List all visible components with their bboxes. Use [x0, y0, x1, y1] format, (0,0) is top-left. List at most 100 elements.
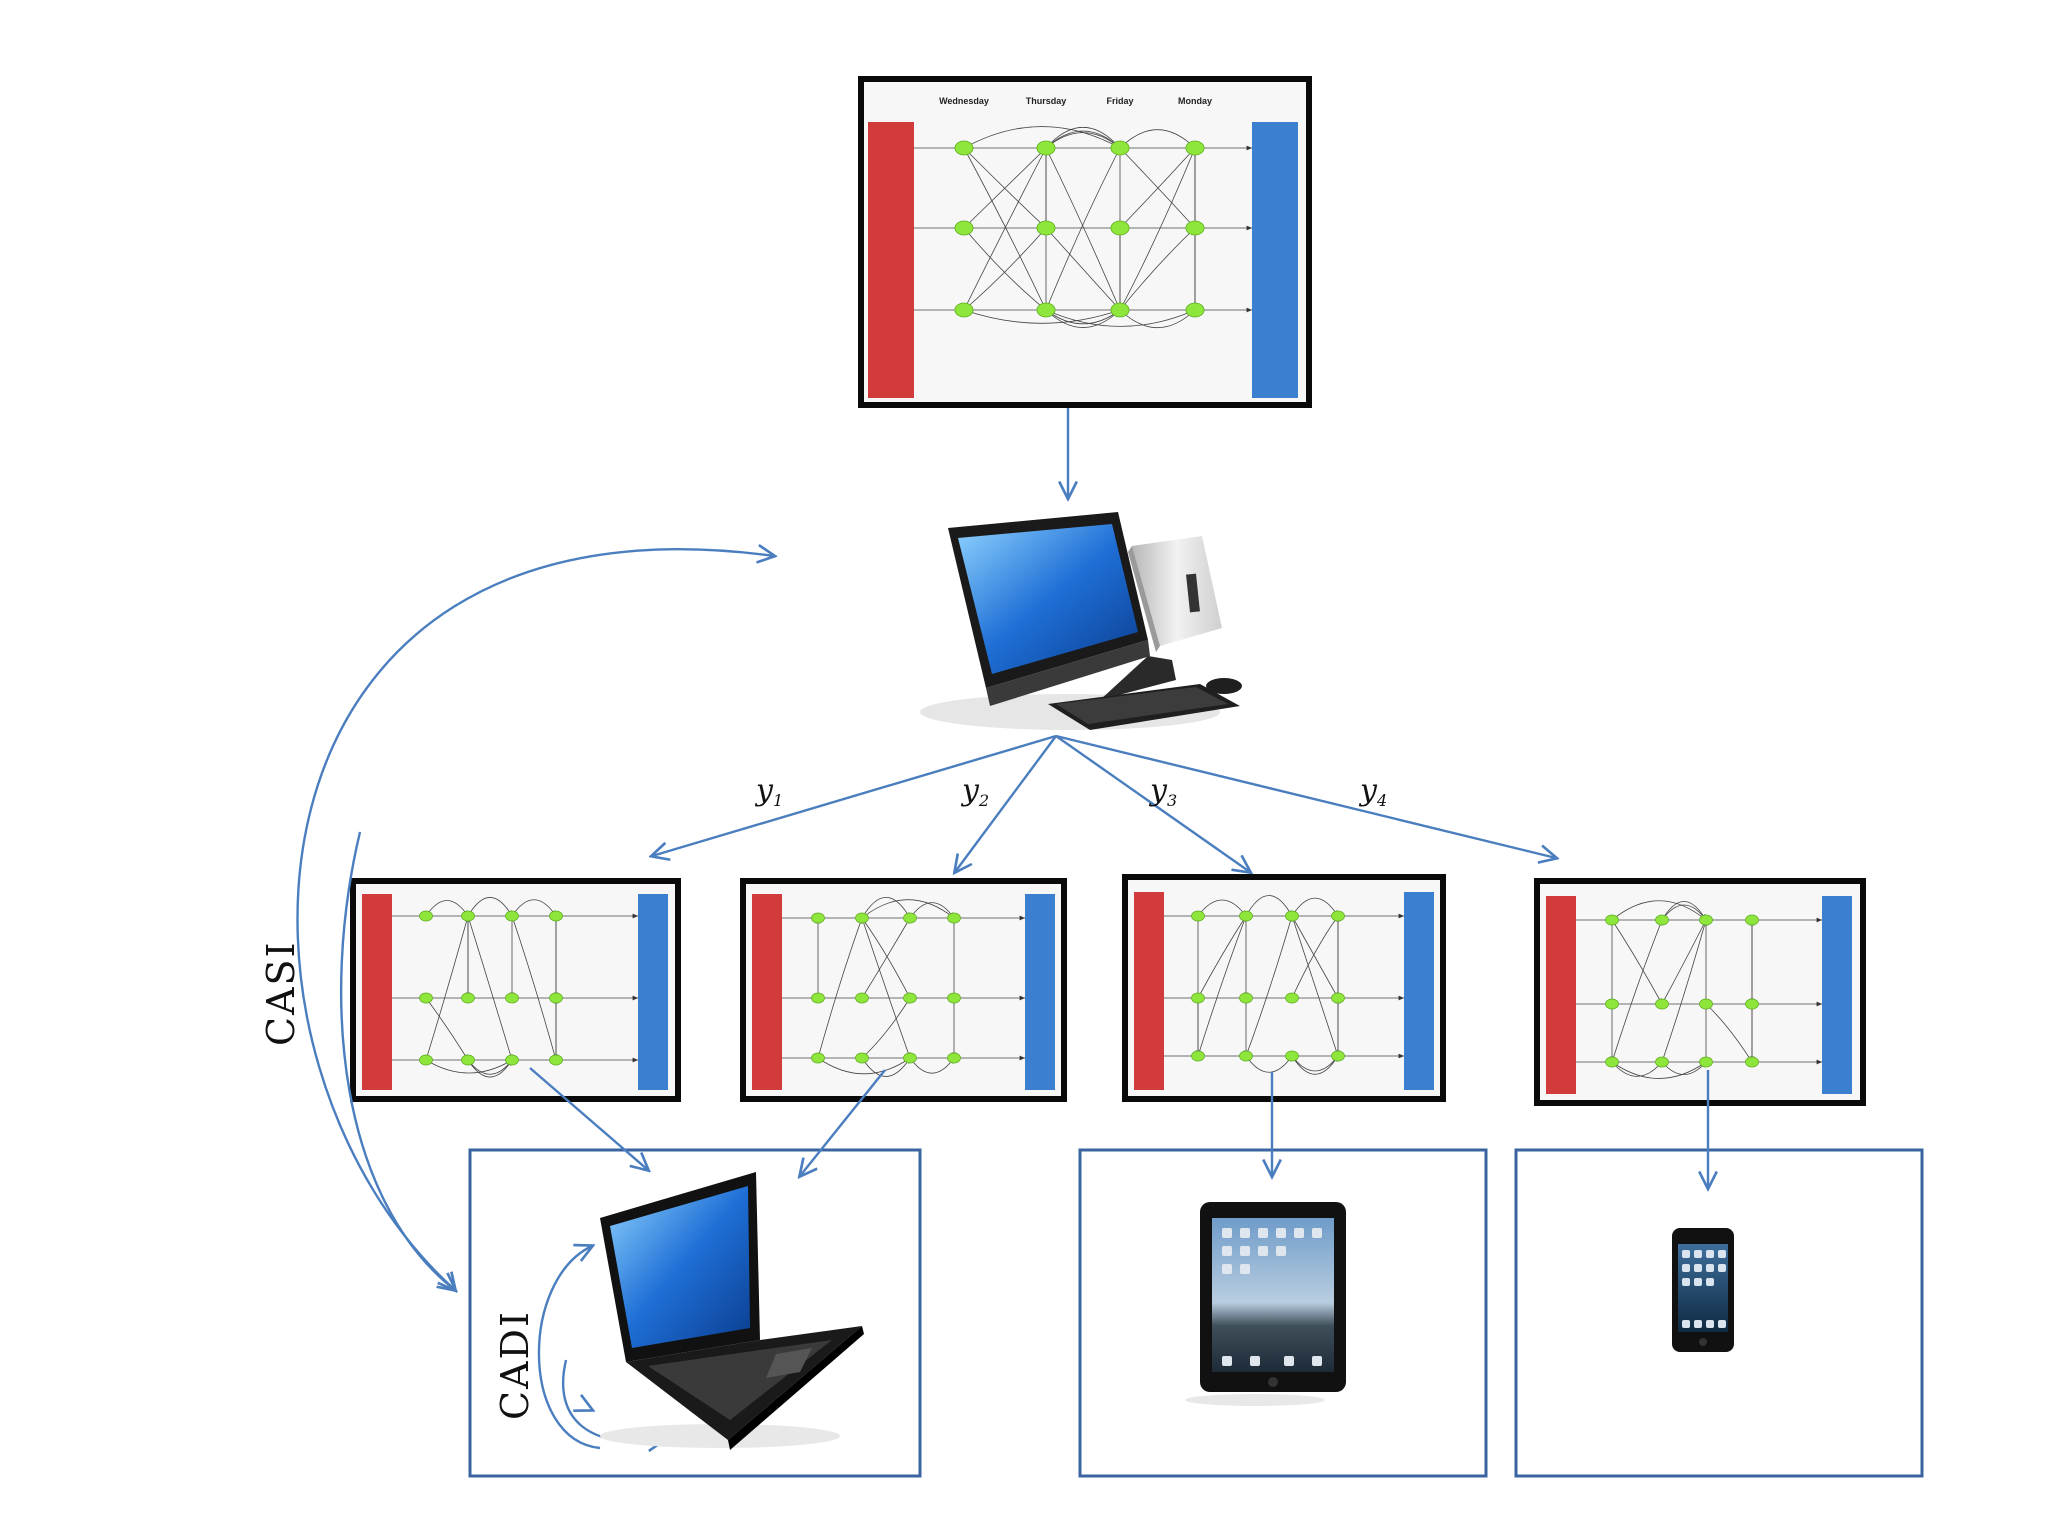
network-edge	[1611, 900, 1707, 921]
arrow-casi-to-desktop	[296, 549, 774, 1291]
network-node	[549, 910, 563, 922]
network-node	[1655, 1056, 1669, 1068]
network-edge	[1245, 895, 1293, 917]
network-edge	[909, 1057, 955, 1074]
network-node	[1655, 998, 1669, 1010]
network-node	[1699, 998, 1713, 1010]
network-edge	[1661, 904, 1707, 921]
flow-arrows	[296, 408, 1708, 1410]
network-node	[461, 910, 475, 922]
network-edge	[467, 915, 513, 1061]
device-box-phone	[1514, 1148, 1924, 1478]
network-edge	[1291, 897, 1339, 917]
network-node	[1745, 1056, 1759, 1068]
device-box-laptop	[468, 1148, 922, 1478]
network-node	[1036, 140, 1056, 156]
laptop-icon	[600, 1172, 864, 1450]
network-node	[811, 992, 825, 1004]
desktop-computer-icon	[920, 512, 1242, 730]
network-node	[903, 992, 917, 1004]
network-node	[954, 302, 974, 318]
network-edge	[861, 997, 911, 1059]
network-node	[1185, 220, 1205, 236]
network-node	[855, 992, 869, 1004]
network-node	[1110, 220, 1130, 236]
network-nodes	[1605, 914, 1759, 1068]
network-node	[1036, 220, 1056, 236]
network-edge	[1611, 1061, 1663, 1077]
network-edge	[1661, 919, 1707, 1063]
network-node	[855, 912, 869, 924]
network-node	[1191, 992, 1205, 1004]
network-node	[461, 1054, 475, 1066]
network-edge	[963, 126, 1121, 149]
network-edge	[1245, 1055, 1293, 1073]
network-edge	[1045, 227, 1121, 311]
network-edge	[1119, 147, 1196, 229]
network-edge	[1197, 899, 1247, 917]
network-node	[1331, 1050, 1345, 1062]
network-node	[461, 992, 475, 1004]
network-edge	[817, 1057, 911, 1075]
network-node	[419, 992, 433, 1004]
network-nodes	[954, 140, 1205, 318]
network-node	[1191, 1050, 1205, 1062]
network-edge	[963, 147, 1047, 311]
network-node	[505, 910, 519, 922]
source-bar	[362, 894, 392, 1090]
arrow-y3	[1055, 735, 1250, 872]
network-node	[1699, 914, 1713, 926]
network-node	[903, 912, 917, 924]
network-node	[549, 992, 563, 1004]
network-node	[947, 1052, 961, 1064]
day-label-thursday: Thursday	[1026, 96, 1067, 106]
source-bar	[1546, 896, 1576, 1094]
sub-network-frame-3	[1122, 874, 1446, 1102]
network-node	[1605, 914, 1619, 926]
cadi-label: CADI	[493, 1310, 537, 1420]
network-node	[419, 1054, 433, 1066]
network-edge	[1119, 147, 1196, 229]
network-edge	[1119, 147, 1196, 311]
top-network-frame: Wednesday Thursday Friday Monday	[858, 76, 1312, 408]
sink-bar	[638, 894, 668, 1090]
network-edge	[1661, 919, 1707, 1005]
network-node	[954, 220, 974, 236]
network-edge	[425, 1059, 513, 1074]
network-edge	[1611, 1061, 1707, 1079]
network-node	[1699, 1056, 1713, 1068]
network-edge	[1245, 915, 1293, 1057]
network-edge	[1291, 915, 1339, 999]
network-node	[1110, 302, 1130, 318]
network-edge	[963, 227, 1047, 311]
network-node	[903, 1052, 917, 1064]
network-node	[811, 912, 825, 924]
sub-network-frame-2	[740, 878, 1067, 1102]
network-edge	[1291, 915, 1339, 1057]
network-edge	[861, 897, 911, 919]
tablet-icon	[1185, 1202, 1346, 1406]
network-edge	[963, 309, 1121, 324]
label-y4: y4	[1358, 773, 1387, 810]
network-edge	[963, 147, 1047, 229]
sink-bar	[1822, 896, 1852, 1094]
network-edge	[1291, 915, 1339, 999]
network-edge	[1045, 147, 1121, 311]
network-node	[1110, 140, 1130, 156]
network-node	[419, 910, 433, 922]
network-frame-canvas	[864, 82, 1306, 402]
network-edge	[467, 897, 513, 917]
network-node	[811, 1052, 825, 1064]
sub-network-frame-1	[350, 878, 681, 1102]
network-edge	[861, 1057, 911, 1077]
network-nodes	[419, 910, 563, 1066]
arrow-casi-to-laptop	[339, 831, 455, 1290]
network-edge	[1197, 915, 1247, 999]
network-node	[1745, 914, 1759, 926]
casi-label: CASI	[259, 940, 303, 1046]
sink-bar	[1252, 122, 1298, 398]
network-edge	[1045, 309, 1121, 325]
arrow-y4	[1055, 734, 1556, 858]
network-node	[1191, 910, 1205, 922]
